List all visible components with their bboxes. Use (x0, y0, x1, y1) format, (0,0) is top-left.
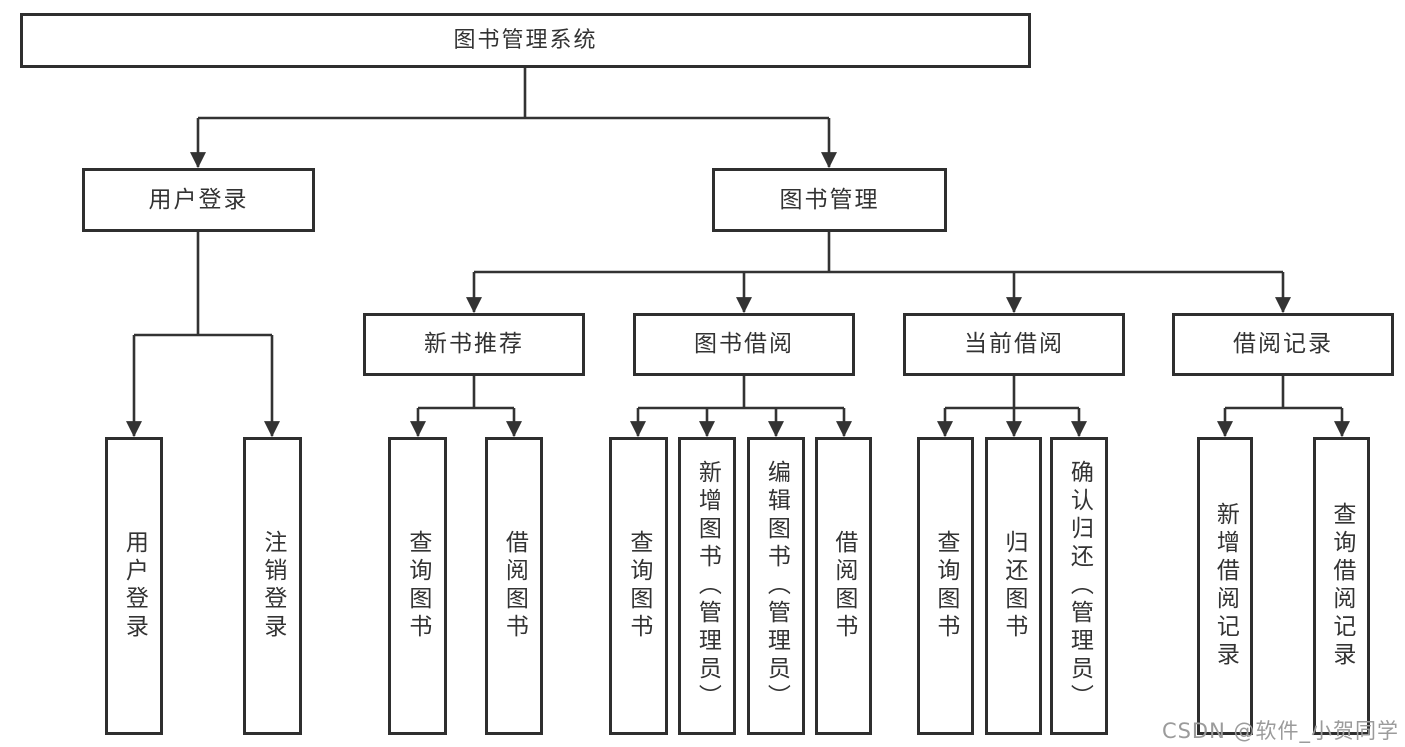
node-borrowing-records: 借阅记录 (1172, 313, 1394, 376)
leaf-logout: 注销登录 (243, 437, 302, 735)
node-current-borrowing: 当前借阅 (903, 313, 1125, 376)
leaf-query-books-current: 查询图书 (917, 437, 974, 735)
leaf-edit-books-admin: 编辑图书（管理员） (747, 437, 805, 735)
node-book-management: 图书管理 (712, 168, 947, 232)
arrow-connectors (126, 118, 1350, 438)
node-book-borrowing: 图书借阅 (633, 313, 855, 376)
node-library-management-system: 图书管理系统 (20, 13, 1031, 68)
node-user-login: 用户登录 (82, 168, 315, 232)
leaf-query-borrow-record: 查询借阅记录 (1313, 437, 1370, 735)
leaf-query-books-borrowing: 查询图书 (609, 437, 668, 735)
leaf-borrow-books-recommend: 借阅图书 (485, 437, 543, 735)
leaf-add-borrow-record: 新增借阅记录 (1197, 437, 1253, 735)
leaf-query-books-recommend: 查询图书 (388, 437, 447, 735)
leaf-add-books-admin: 新增图书（管理员） (678, 437, 736, 735)
leaf-user-login: 用户登录 (105, 437, 163, 735)
leaf-borrow-books: 借阅图书 (815, 437, 872, 735)
leaf-return-books: 归还图书 (985, 437, 1042, 735)
branch-lines (134, 68, 1342, 410)
leaf-confirm-return-admin: 确认归还（管理员） (1050, 437, 1108, 735)
node-new-book-recommend: 新书推荐 (363, 313, 585, 376)
csdn-watermark: CSDN @软件_小贺同学 (1161, 719, 1399, 743)
